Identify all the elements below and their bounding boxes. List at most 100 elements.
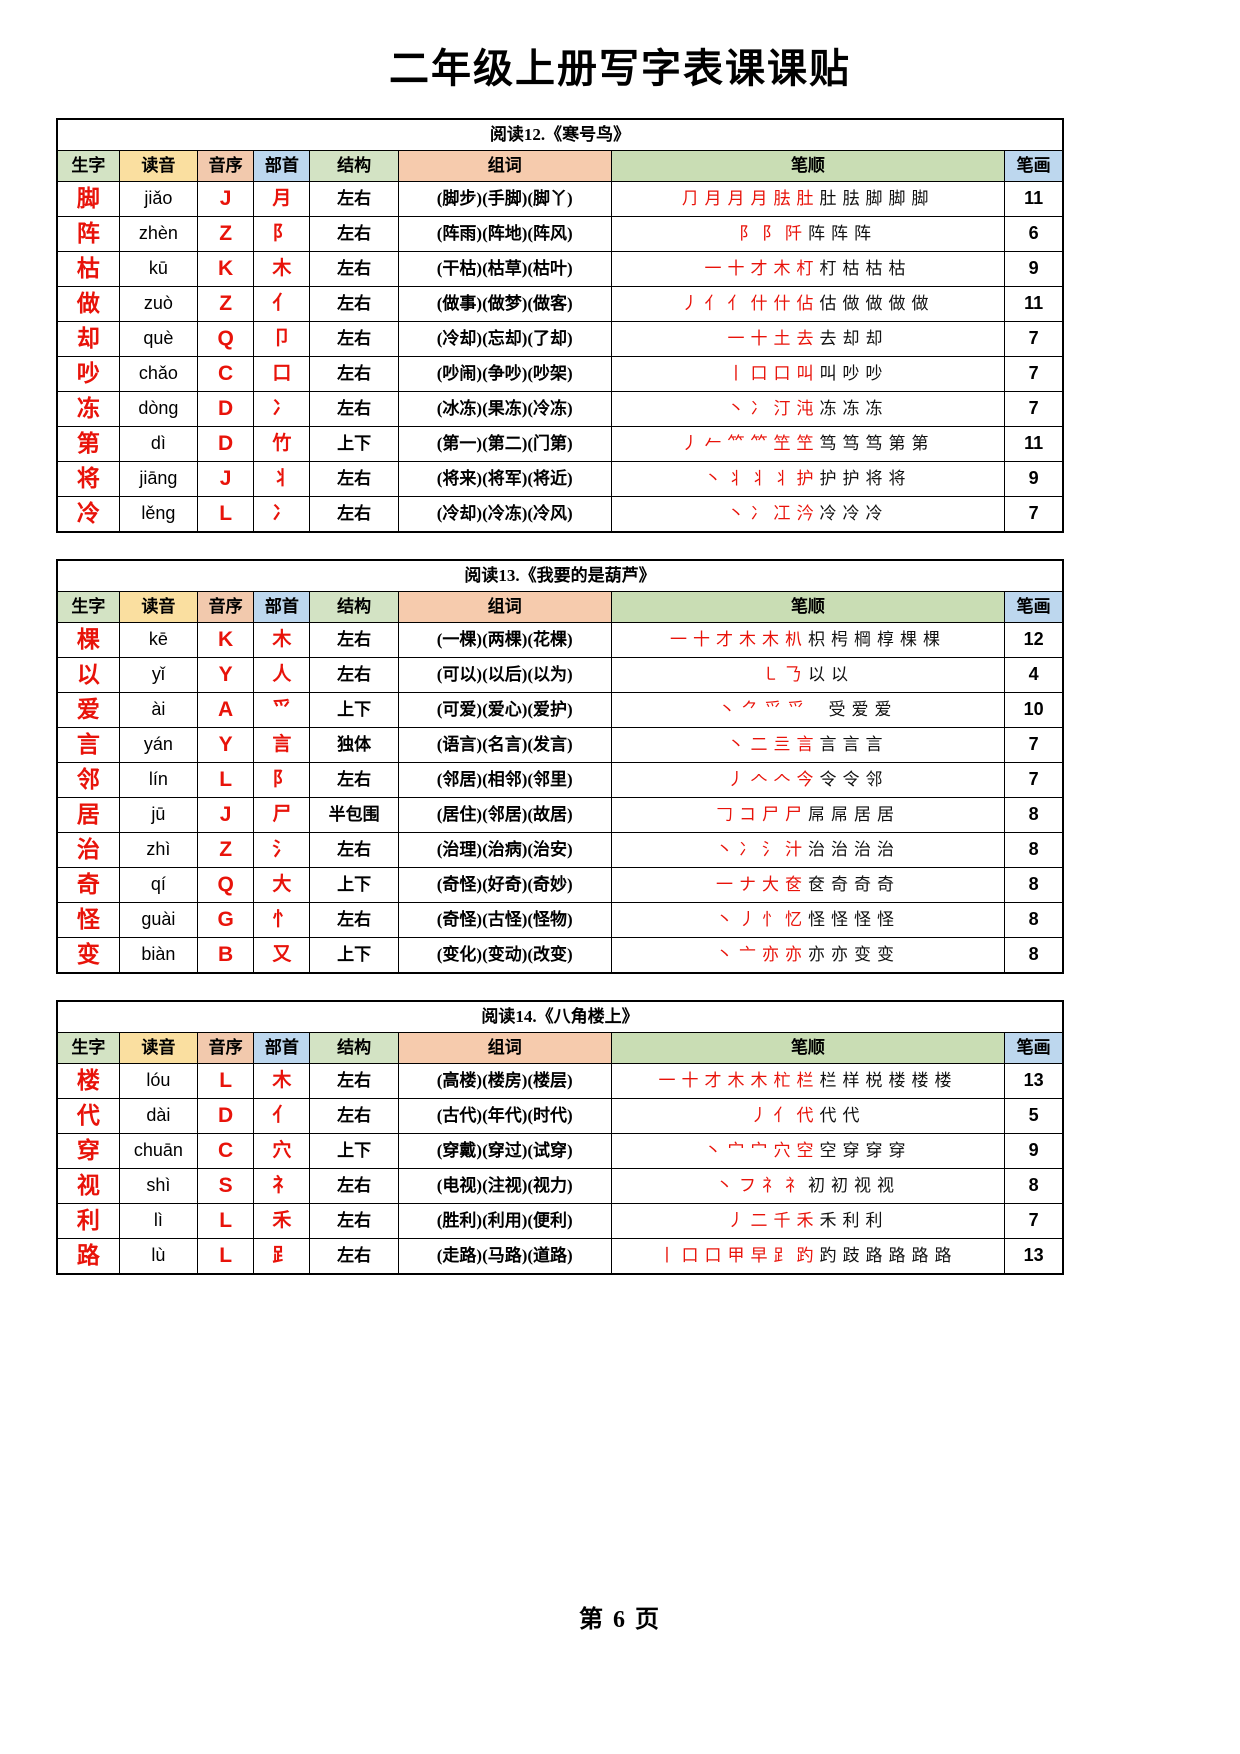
radical-value: 冫 — [272, 503, 291, 524]
column-header-structure: 结构 — [310, 592, 398, 623]
stroke-step: 亻 — [704, 295, 722, 314]
cell-pinyin: dài — [119, 1099, 197, 1134]
stroke-step: 样 — [842, 1072, 860, 1091]
character-value: 代 — [77, 1103, 100, 1128]
cell-words: (可以)(以后)(以为) — [398, 658, 611, 693]
stroke-step: 将 — [888, 470, 906, 489]
cell-structure: 左右 — [310, 658, 398, 693]
cell-character: 阵 — [57, 217, 119, 252]
stroke-step: 冫 — [750, 505, 768, 524]
stroke-step: 𫞑 — [816, 701, 817, 720]
stroke-step: 什 — [773, 295, 791, 314]
stroke-step: 做 — [888, 295, 906, 314]
cell-words: (阵雨)(阵地)(阵风) — [398, 217, 611, 252]
stroke-step: 估 — [819, 295, 837, 314]
cell-initial: D — [198, 427, 254, 462]
table-row: 吵chǎoC口左右(吵闹)(争吵)(吵架)丨口口叫叫吵吵7 — [57, 357, 1063, 392]
cell-radical: 竹 — [254, 427, 310, 462]
cell-words: (奇怪)(好奇)(奇妙) — [398, 868, 611, 903]
cell-pinyin: chǎo — [119, 357, 197, 392]
character-value: 以 — [77, 662, 100, 687]
cell-initial: L — [198, 763, 254, 798]
stroke-step: 路 — [888, 1247, 906, 1266]
radical-value: 阝 — [272, 223, 291, 244]
pinyin-value: lín — [149, 769, 168, 789]
cell-stroke-count: 4 — [1005, 658, 1063, 693]
cell-initial: L — [198, 1064, 254, 1099]
stroke-step: 笃 — [842, 435, 860, 454]
character-value: 脚 — [77, 186, 100, 211]
cell-radical: 言 — [254, 728, 310, 763]
cell-initial: L — [198, 1239, 254, 1275]
stroke-step: 治 — [877, 841, 895, 860]
table-row: 利lìL禾左右(胜利)(利用)(便利)丿二千禾禾利利7 — [57, 1204, 1063, 1239]
stroke-step: 氵 — [762, 841, 780, 860]
cell-stroke-order: 丨口口叫叫吵吵 — [611, 357, 1005, 392]
initial-value: S — [219, 1174, 233, 1197]
stroke-step: 才 — [750, 260, 768, 279]
cell-stroke-order: 丿𠆢𠆢今令令邻 — [611, 763, 1005, 798]
stroke-step: 屌 — [831, 806, 849, 825]
tables-container: 阅读12.《寒号鸟》生字读音音序部首结构组词笔顺笔画脚jiǎoJ月左右(脚步)(… — [0, 118, 1240, 1275]
table-row: 穿chuānC穴上下(穿戴)(穿过)(试穿)丶宀宀穴空空穿穿穿9 — [57, 1134, 1063, 1169]
radical-value: 又 — [272, 944, 291, 965]
stroke-step: 第 — [911, 435, 929, 454]
cell-radical: 木 — [254, 1064, 310, 1099]
stroke-step: 去 — [796, 330, 814, 349]
table-header-row: 生字读音音序部首结构组词笔顺笔画 — [57, 1033, 1063, 1064]
cell-stroke-count: 11 — [1005, 427, 1063, 462]
pinyin-value: dòng — [138, 398, 178, 418]
stroke-step: 丶 — [716, 946, 734, 965]
table-row: 路lùL𧾷左右(走路)(马路)(道路)丨口口甲早𧾷趵趵跂路路路路13 — [57, 1239, 1063, 1275]
character-value: 治 — [77, 837, 100, 862]
cell-initial: S — [198, 1169, 254, 1204]
table-header-row: 生字读音音序部首结构组词笔顺笔画 — [57, 592, 1063, 623]
stroke-count-value: 8 — [1029, 804, 1039, 824]
stroke-step: 做 — [911, 295, 929, 314]
cell-stroke-count: 10 — [1005, 693, 1063, 728]
table-row: 冷lěngL冫左右(冷却)(冷冻)(冷风)丶冫冮汵冷冷冷7 — [57, 497, 1063, 533]
cell-radical: 冫 — [254, 497, 310, 533]
structure-value: 左右 — [337, 770, 371, 789]
stroke-step: 枯 — [865, 260, 883, 279]
table-row: 言yánY言独体(语言)(名言)(发言)丶二亖言言言言7 — [57, 728, 1063, 763]
stroke-step: 代 — [842, 1107, 860, 1126]
cell-initial: K — [198, 252, 254, 287]
column-header-stroke-order: 笔顺 — [611, 592, 1005, 623]
pinyin-value: què — [143, 328, 173, 348]
cell-structure: 左右 — [310, 497, 398, 533]
cell-radical: 亻 — [254, 1099, 310, 1134]
character-value: 做 — [77, 291, 100, 316]
column-header-character: 生字 — [57, 1033, 119, 1064]
initial-value: J — [220, 467, 232, 490]
character-value: 枯 — [77, 256, 100, 281]
radical-value: 卩 — [272, 328, 291, 349]
stroke-count-value: 8 — [1029, 944, 1039, 964]
column-header-structure: 结构 — [310, 1033, 398, 1064]
cell-radical: 𧾷 — [254, 1239, 310, 1275]
cell-initial: Y — [198, 658, 254, 693]
cell-radical: 木 — [254, 623, 310, 658]
stroke-step: 做 — [865, 295, 883, 314]
cell-words: (脚步)(手脚)(脚丫) — [398, 182, 611, 217]
cell-pinyin: lóu — [119, 1064, 197, 1099]
structure-value: 左右 — [337, 1211, 371, 1230]
character-value: 第 — [77, 431, 100, 456]
column-header-words: 组词 — [398, 151, 611, 182]
stroke-step: 护 — [842, 470, 860, 489]
cell-words: (变化)(变动)(改变) — [398, 938, 611, 974]
cell-words: (做事)(做梦)(做客) — [398, 287, 611, 322]
cell-stroke-order: 一十才木朾朾枯枯枯 — [611, 252, 1005, 287]
stroke-step: 居 — [854, 806, 872, 825]
initial-value: Y — [219, 733, 233, 756]
pinyin-value: yǐ — [152, 664, 165, 684]
cell-radical: 穴 — [254, 1134, 310, 1169]
cell-pinyin: kē — [119, 623, 197, 658]
table-row: 怪guàiG忄左右(奇怪)(古怪)(怪物)丶丿忄忆怪怪怪怪8 — [57, 903, 1063, 938]
cell-stroke-order: 丿二千禾禾利利 — [611, 1204, 1005, 1239]
table-row: 以yǐY人左右(可以)(以后)(以为)㇄𠄎以以4 — [57, 658, 1063, 693]
stroke-step: 丶 — [716, 841, 734, 860]
stroke-step: 丶 — [716, 1177, 734, 1196]
radical-value: 阝 — [272, 769, 291, 790]
cell-stroke-order: 丶冫冮汵冷冷冷 — [611, 497, 1005, 533]
